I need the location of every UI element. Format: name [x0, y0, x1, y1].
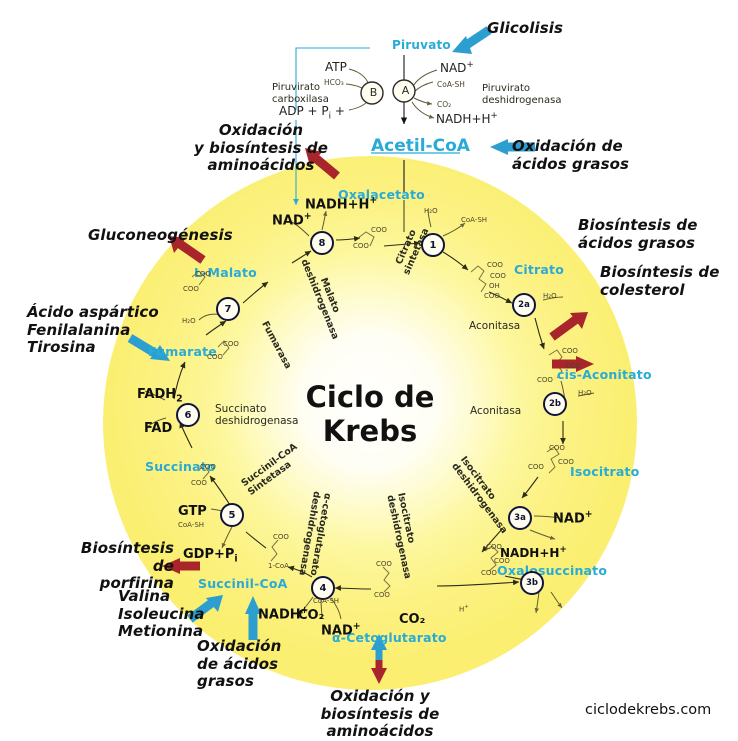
cofactor-nad-3a: NAD+: [553, 509, 593, 527]
node-a: A: [401, 84, 410, 97]
metabolite-isocitrato: Isocitrato: [570, 464, 640, 479]
metabolite-cis-aconitato: cis-Aconitato: [557, 367, 652, 382]
cofactor-h2o-1: H₂O: [424, 207, 438, 215]
struct-coo-oaa-2: COO: [353, 242, 369, 250]
struct-coo-fum-2: COO: [207, 353, 223, 361]
label-acido-aspartico-fenilalanina-tirosina: Ácido aspártico Fenilalanina Tirosina: [27, 303, 159, 357]
struct-coo-cis-3: COO: [537, 376, 553, 384]
struct-oh-cit: OH: [489, 282, 500, 290]
enzyme-aconitasa-1: Aconitasa: [469, 320, 521, 332]
label-oxidacion-biosintesis-aminoacidos-top: Oxidación y biosíntesis de aminoácidos: [193, 121, 328, 175]
struct-coo-akg-2: COO: [374, 591, 390, 599]
node-2b: 2b: [543, 392, 567, 416]
node-6: 6: [176, 403, 200, 427]
title-line-1: Ciclo de: [305, 380, 435, 414]
watermark: ciclodekrebs.com: [585, 702, 712, 718]
label-biosintesis-acidos-grasos: Biosíntesis de ácidos grasos: [578, 216, 698, 252]
struct-coo-cis: COO: [562, 347, 578, 355]
label-biosintesis-porfirina: Biosíntesis de porfirina: [80, 539, 174, 593]
cofactor-l-coa-4: 1-CoA: [268, 562, 289, 570]
label-nadh-h-pdh: NADH+H+: [436, 111, 498, 126]
struct-coo-iso-3: COO: [528, 463, 544, 471]
cofactor-fadh2-6: FADH2: [137, 387, 183, 405]
enzyme-aconitasa-2: Aconitasa: [470, 405, 522, 417]
cofactor-nadh-h-3a: NADH+H+: [500, 545, 567, 560]
struct-coo-fum: COO: [223, 340, 239, 348]
struct-coo-akg: COO: [376, 560, 392, 568]
metabolite-l-malato: L-Malato: [194, 265, 257, 280]
label-gluconeogenesis: Gluconeogénesis: [88, 226, 233, 244]
struct-coo-osuc-2: COO: [494, 557, 510, 565]
label-piruvato: Piruvato: [392, 38, 451, 52]
label-coash-pdh: CoA-SH: [437, 80, 465, 89]
cofactor-coash-4: CoA-SH: [313, 597, 340, 605]
metabolite-citrato: Citrato: [514, 262, 564, 277]
label-hco3: HCO₃: [324, 78, 344, 87]
struct-coo-cit: COO: [487, 261, 503, 269]
label-adp-pi: ADP + Pi +: [279, 104, 345, 122]
external-arrows: [127, 26, 594, 684]
cofactor-fad-6: FAD: [144, 421, 173, 436]
cofactor-nadh-h-8: NADH+H+: [305, 195, 378, 213]
node-2a: 2a: [512, 293, 536, 317]
label-valina-isoleucina-metionina: Valina Isoleucina Metionina: [118, 587, 205, 641]
metabolite-fumarate: Fumarate: [148, 344, 217, 359]
struct-coo-cit-2: COO: [490, 272, 506, 280]
node-3b: 3b: [520, 571, 544, 595]
cofactor-co2-4: CO₂: [298, 608, 325, 623]
label-acetil-coa: Acetil-CoA: [371, 136, 470, 156]
node-4: 4: [311, 576, 335, 600]
struct-coo-iso: COO: [549, 444, 565, 452]
label-piruvato-deshidrogenasa: Piruvirato deshidrogenasa: [482, 83, 562, 106]
node-b: B: [369, 86, 378, 99]
cofactor-h2o-2b: H₂O: [578, 389, 592, 397]
struct-coo-cis-2: COO: [565, 362, 581, 370]
page-title: Ciclo de Krebs: [270, 380, 470, 448]
node-8: 8: [310, 231, 334, 255]
label-atp: ATP: [325, 60, 347, 74]
node-7: 7: [216, 297, 240, 321]
label-oxidacion-biosintesis-aminoacidos-bottom: Oxidación y biosíntesis de aminoácidos: [320, 687, 440, 741]
struct-coo-mal-2: COO: [183, 285, 199, 293]
metabolite-oxalacetato: Oxalacetato: [338, 187, 425, 202]
metabolite-alfa-cetoglutarato: α-Cetoglutarato: [332, 630, 447, 645]
cofactor-nadh-4: NADH+: [258, 605, 309, 623]
struct-coo-suc-2: COO: [191, 479, 207, 487]
label-glicolisis: Glicolisis: [487, 19, 564, 37]
node-3a: 3a: [508, 506, 532, 530]
cofactor-nad-4: NAD+: [321, 621, 361, 639]
struct-coo-iso-2: COO: [558, 458, 574, 466]
node-1: 1: [421, 233, 445, 257]
metabolite-succinato: Succinato: [145, 459, 216, 474]
title-line-2: Krebs: [322, 413, 418, 448]
cofactor-coash-5: CoA-SH: [178, 521, 205, 529]
cofactor-h-plus-3b: H+: [459, 604, 469, 614]
cofactor-h2o-2a: H₂O: [543, 292, 557, 300]
cofactor-gdp-pi-5: GDP+Pi: [183, 547, 238, 565]
struct-coo-cit-3: COO: [484, 292, 500, 300]
cofactor-coash-1: CoA-SH: [461, 216, 488, 224]
node-5: 5: [220, 503, 244, 527]
struct-coo-oaa: COO: [371, 226, 387, 234]
label-oxidacion-acidos-grasos-bottom: Oxidación de ácidos grasos: [197, 637, 282, 691]
label-oxidacion-acidos-grasos-top: Oxidación de ácidos grasos: [512, 137, 630, 173]
label-co2-pdh: CO₂: [437, 100, 452, 109]
struct-coo-mal: COO: [195, 270, 211, 278]
label-piruvato-carboxilasa: Piruvirato carboxilasa: [272, 82, 329, 105]
enzyme-succinato-deshidrogenasa: Succinato deshidrogenasa: [215, 403, 299, 428]
struct-coo-osuc-3: COO: [481, 569, 497, 577]
label-biosintesis-colesterol: Biosíntesis de colesterol: [600, 263, 720, 299]
label-nad-pdh: NAD+: [440, 60, 474, 75]
struct-coo-osuc: COO: [486, 543, 502, 551]
cofactor-co2-3b: CO₂: [399, 612, 426, 627]
cofactor-h2o-7: H₂O: [182, 317, 196, 325]
cofactor-gtp-5: GTP: [178, 504, 207, 519]
struct-coo-scoa: COO: [273, 533, 289, 541]
metabolite-succinil-coa: Succinil-CoA: [198, 576, 288, 591]
cofactor-nad-8: NAD+: [272, 211, 312, 229]
metabolite-oxalosuccinato: Oxalosuccinato: [497, 563, 608, 578]
struct-coo-suc: COO: [200, 463, 216, 471]
